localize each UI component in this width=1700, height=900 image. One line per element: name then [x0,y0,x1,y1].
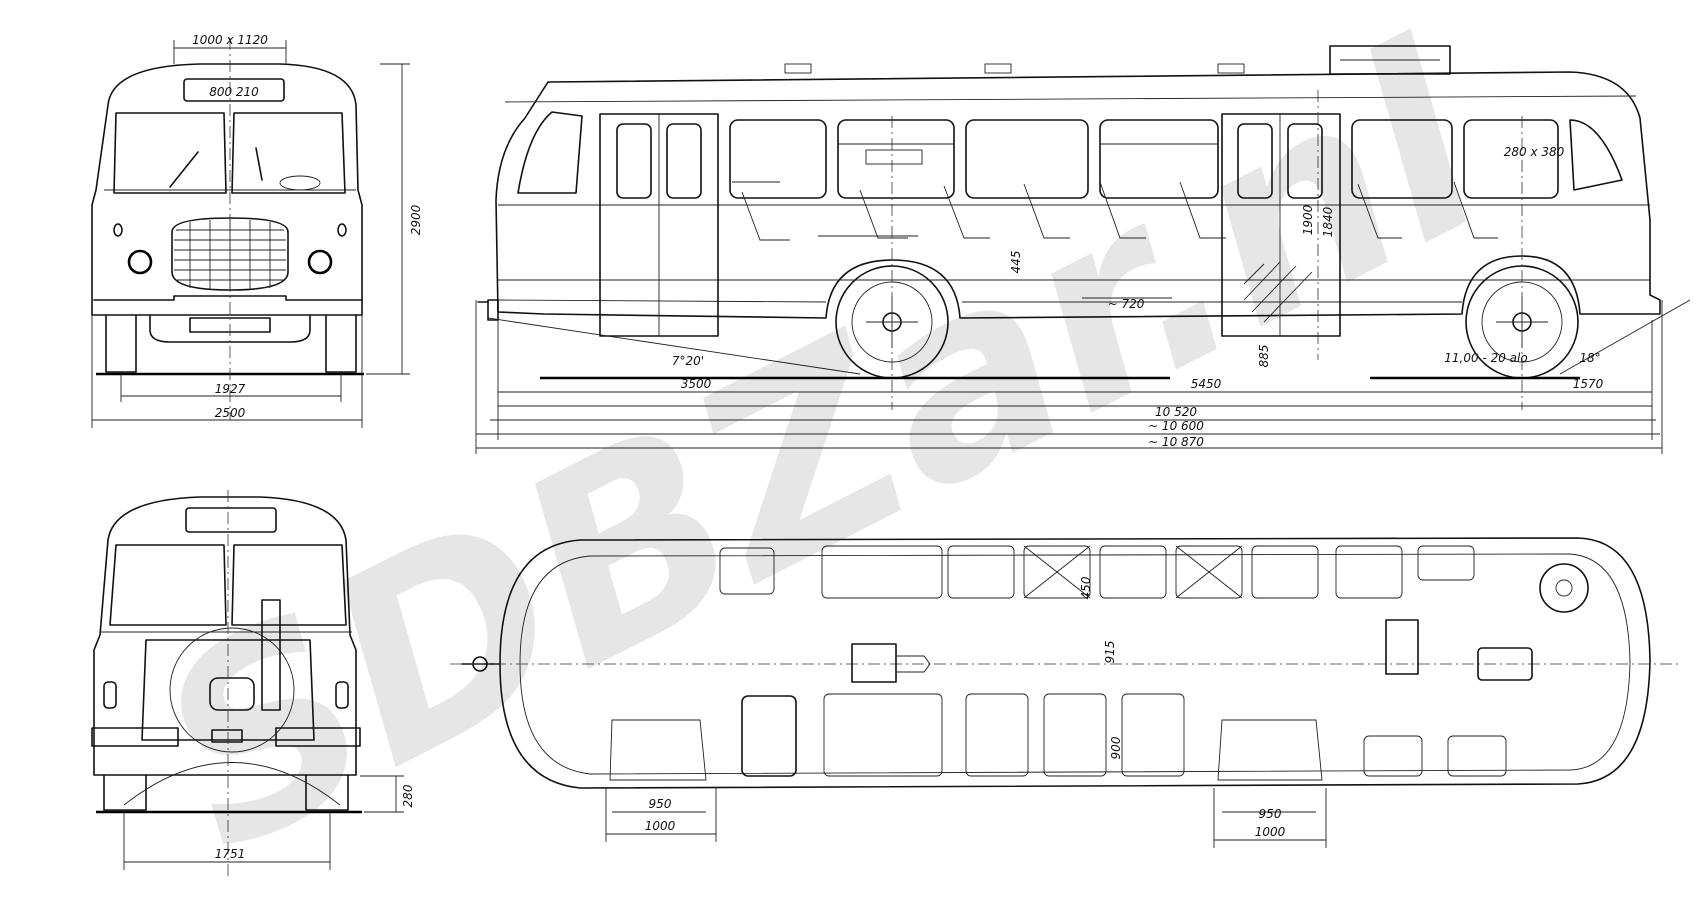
step-height: 885 [1257,345,1271,368]
watermark: SDBZar.nl [115,0,1530,900]
seat-pitch: ~ 720 [1108,297,1145,311]
length-dim-2: ~ 10 600 [1148,419,1204,433]
aisle-dim-1: 450 [1079,576,1093,599]
rear-window-dim: 280 x 380 [1504,145,1565,159]
door-height-1: 1900 [1301,204,1315,235]
grille-slats [174,219,286,290]
door2-inner-dim: 950 [1259,807,1282,821]
tyre-size: 11,00 - 20 alo [1444,351,1527,365]
front-height-dim: 2900 [409,204,423,235]
headlight-left [127,249,153,275]
aisle-dim-3: 900 [1109,736,1123,759]
wheelbase-dim: 5450 [1191,377,1222,391]
front-track-dim: 1927 [215,382,246,396]
front-view: 1000 x 1120 800 210 2900 1927 2500 [91,33,423,428]
side-view: 7°20' 18° 11,00 - 20 alo ~ 720 445 1900 … [475,45,1691,454]
aisle-dim-2: 915 [1103,641,1117,664]
side-length-dims: 3500 5450 1570 10 520 ~ 10 600 ~ 10 870 [475,300,1663,454]
headlight-right [307,249,333,275]
side-seats [732,181,1498,241]
seat-height: 445 [1009,251,1023,274]
departure-angle: 18° [1579,351,1600,365]
door1-outer-dim: 1000 [645,819,676,833]
rear-overhang-dim: 1570 [1573,377,1604,391]
door2-outer-dim: 1000 [1255,825,1286,839]
top-seats-upper [719,545,1475,599]
top-view: 450 915 900 950 1000 950 1000 [450,537,1680,848]
front-overhang-dim: 3500 [681,377,712,391]
top-seats-lower [741,693,1507,777]
rear-track-dim: 1751 [215,847,246,861]
steering-wheel-top [1539,563,1589,613]
rear-view: 1751 280 [91,490,415,880]
length-dim-3: ~ 10 870 [1148,435,1204,449]
door-height-2: 1840 [1321,206,1335,237]
door1-inner-dim: 950 [649,797,672,811]
front-top-dim: 1000 x 1120 [192,33,268,47]
length-dim-1: 10 520 [1155,405,1197,419]
watermark-text: SDBZar.nl [115,0,1530,900]
front-sign-dim: 800 210 [209,85,259,99]
rear-clearance-dim: 280 [401,784,415,807]
approach-angle: 7°20' [672,354,704,368]
front-width-dim: 2500 [215,406,246,420]
